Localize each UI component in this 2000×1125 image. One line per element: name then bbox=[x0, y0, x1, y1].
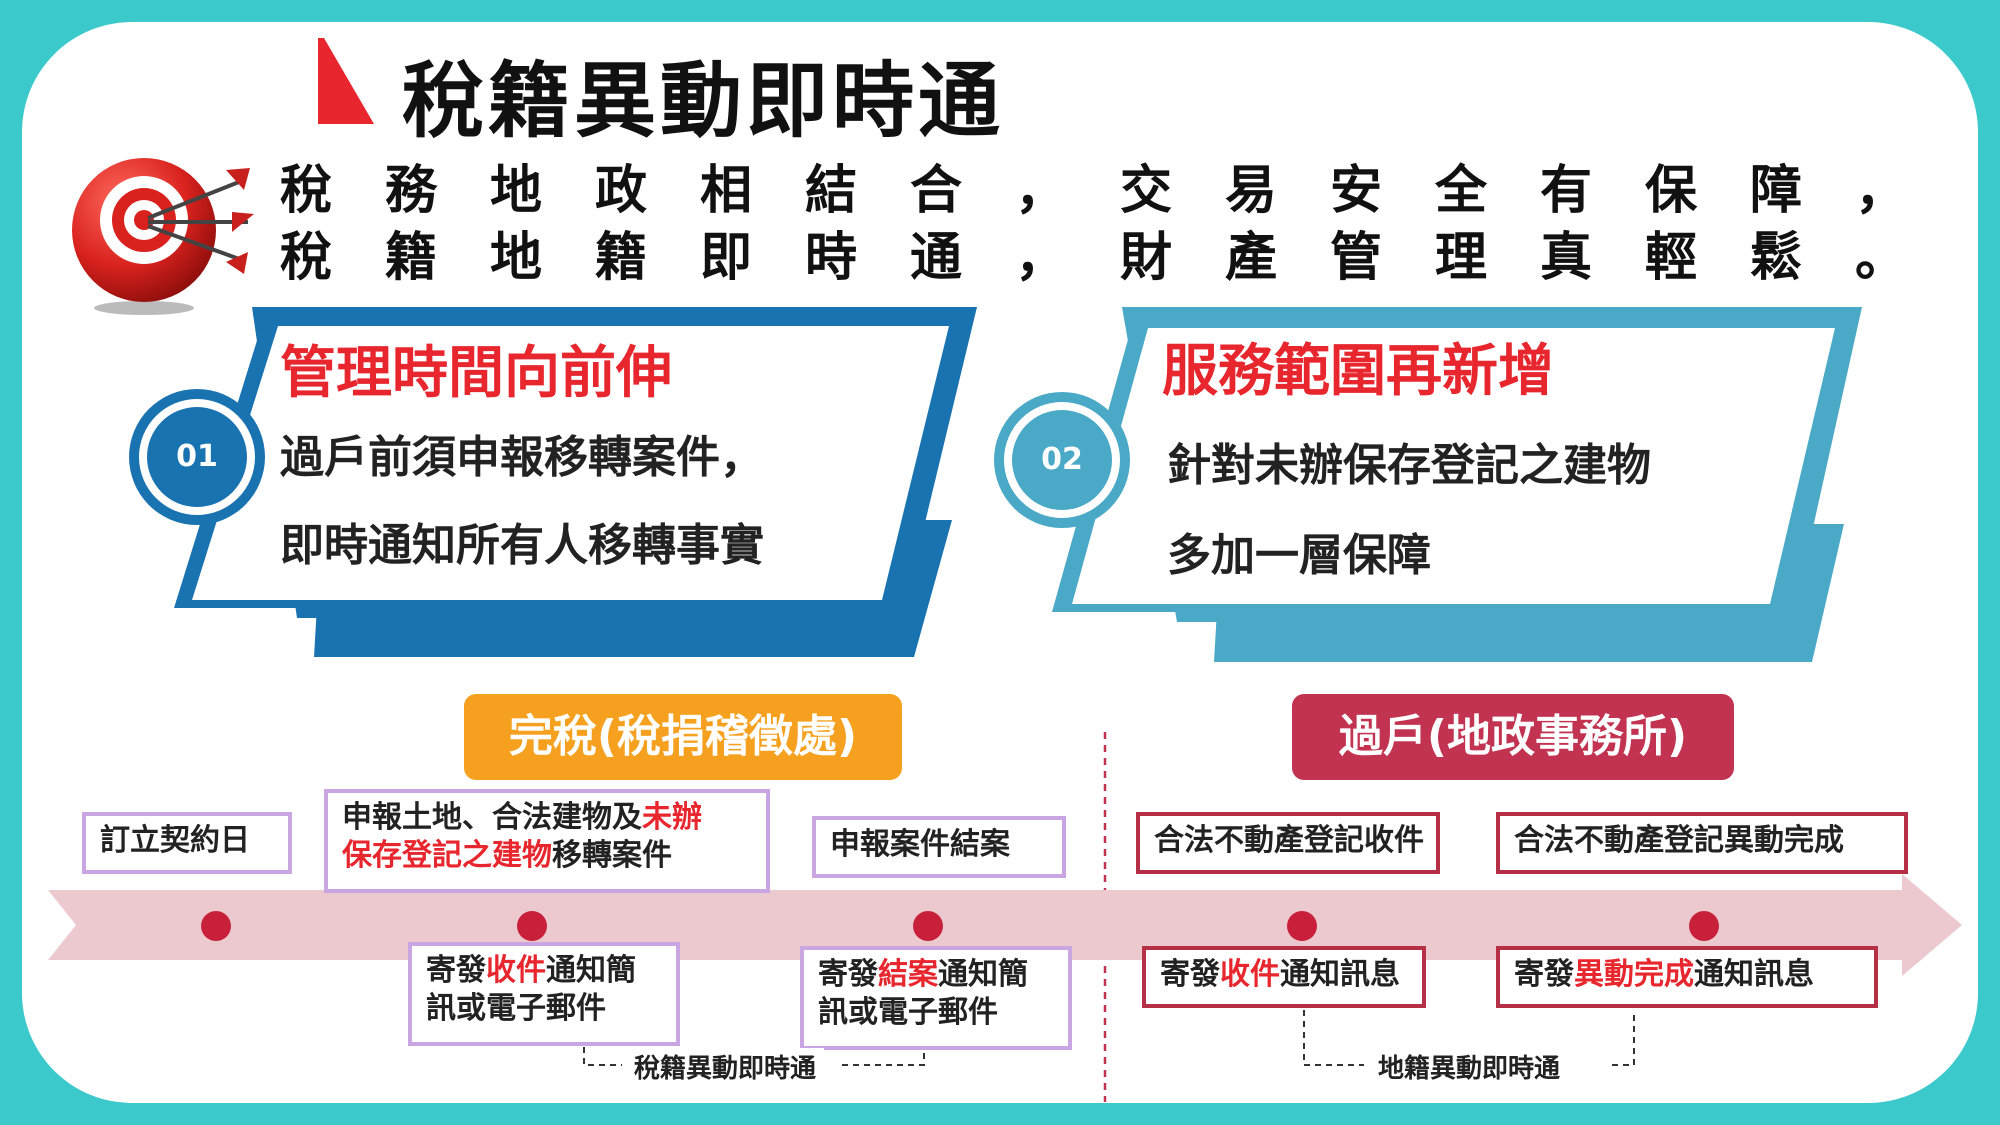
tagline-line-2: 稅籍地籍即時通，財產管理真輕鬆。 bbox=[280, 215, 1960, 290]
timeline-dot-icon bbox=[1689, 911, 1719, 941]
tagline-char: 易 bbox=[1225, 161, 1278, 221]
panel-2-number: 02 bbox=[1041, 442, 1083, 477]
slide-card: 稅籍異動即時通 稅務地政相結合，交易安全有保障， 稅籍地籍即時通，財產管理真輕鬆… bbox=[22, 22, 1978, 1103]
target-dart-icon bbox=[72, 158, 254, 315]
box-land-receive: 合法不動產登記收件 bbox=[1136, 812, 1440, 874]
title-red-flag-icon bbox=[318, 38, 374, 124]
tagline-char: 稅 bbox=[280, 161, 333, 221]
tagline-char: 通 bbox=[910, 228, 963, 288]
panel-2-title: 服務範圍再新增 bbox=[1162, 339, 1554, 404]
box-tax-receive-notice: 寄發收件通知簡 訊或電子郵件 bbox=[408, 942, 680, 1046]
tagline-char: ， bbox=[1855, 161, 1908, 221]
timeline-dot-icon bbox=[201, 911, 231, 941]
box-land-complete-notice: 寄發異動完成通知訊息 bbox=[1496, 946, 1878, 1008]
tagline-char: 有 bbox=[1540, 161, 1593, 221]
panel-1-frame bbox=[129, 307, 977, 657]
tagline-char: 保 bbox=[1645, 161, 1698, 221]
tagline-char: 地 bbox=[490, 161, 543, 221]
note-tax-realtime: 稅籍異動即時通 bbox=[626, 1048, 825, 1085]
tagline-char: 理 bbox=[1435, 228, 1488, 288]
timeline-dot-icon bbox=[1287, 911, 1317, 941]
box-contract-date: 訂立契約日 bbox=[82, 812, 292, 874]
phase-land-pill: 過戶(地政事務所) bbox=[1292, 694, 1734, 780]
tagline-char: 籍 bbox=[595, 228, 648, 288]
tagline-char: 全 bbox=[1435, 161, 1488, 221]
tagline-char: 相 bbox=[700, 161, 753, 221]
tagline-char: 合 bbox=[910, 161, 963, 221]
box-declare-transfer: 申報土地、合法建物及未辦 保存登記之建物移轉案件 bbox=[324, 789, 770, 893]
tagline-char: 安 bbox=[1330, 161, 1383, 221]
timeline-dot-icon bbox=[913, 911, 943, 941]
panel-2-line-2: 多加一層保障 bbox=[1167, 530, 1431, 581]
panel-2-line-1: 針對未辦保存登記之建物 bbox=[1167, 440, 1651, 491]
notice-connectors bbox=[583, 1010, 1635, 1066]
tagline-char: 地 bbox=[490, 228, 543, 288]
tagline-char: 結 bbox=[805, 161, 858, 221]
box-case-closed: 申報案件結案 bbox=[812, 816, 1066, 878]
timeline-dot-icon bbox=[517, 911, 547, 941]
tagline-char: ， bbox=[1015, 228, 1068, 288]
tagline-char: 財 bbox=[1120, 228, 1173, 288]
panel-1-title: 管理時間向前伸 bbox=[280, 341, 672, 406]
panel-1-line-1: 過戶前須申報移轉案件， bbox=[280, 432, 764, 483]
panel-1-line-2: 即時通知所有人移轉事實 bbox=[280, 520, 764, 571]
tagline-char: 障 bbox=[1750, 161, 1803, 221]
tagline-char: 務 bbox=[385, 161, 438, 221]
box-land-receive-notice: 寄發收件通知訊息 bbox=[1142, 946, 1426, 1008]
tagline-char: 輕 bbox=[1645, 228, 1698, 288]
tagline-char: 產 bbox=[1225, 228, 1278, 288]
tagline-char: 稅 bbox=[280, 228, 333, 288]
phase-tax-pill: 完稅(稅捐稽徵處) bbox=[464, 694, 902, 780]
page-title: 稅籍異動即時通 bbox=[402, 54, 1005, 149]
tagline-char: ， bbox=[1015, 161, 1068, 221]
timeline-dots bbox=[201, 911, 1719, 941]
panel-2-frame bbox=[994, 307, 1862, 662]
tagline-char: 鬆 bbox=[1750, 228, 1803, 288]
panel-1-number: 01 bbox=[176, 439, 218, 474]
tagline-char: 時 bbox=[805, 228, 858, 288]
tagline-char: 。 bbox=[1855, 228, 1908, 288]
tagline-char: 真 bbox=[1540, 228, 1593, 288]
tagline-char: 政 bbox=[595, 161, 648, 221]
tagline-char: 籍 bbox=[385, 228, 438, 288]
box-land-complete: 合法不動產登記異動完成 bbox=[1496, 812, 1908, 874]
tagline-char: 即 bbox=[700, 228, 753, 288]
tagline-char: 管 bbox=[1330, 228, 1383, 288]
note-land-realtime: 地籍異動即時通 bbox=[1370, 1048, 1569, 1085]
tagline-char: 交 bbox=[1120, 161, 1173, 221]
tagline-line-1: 稅務地政相結合 ， 交易安全有保障 ， bbox=[280, 148, 1960, 223]
box-tax-close-notice: 寄發結案通知簡 訊或電子郵件 bbox=[800, 946, 1072, 1050]
